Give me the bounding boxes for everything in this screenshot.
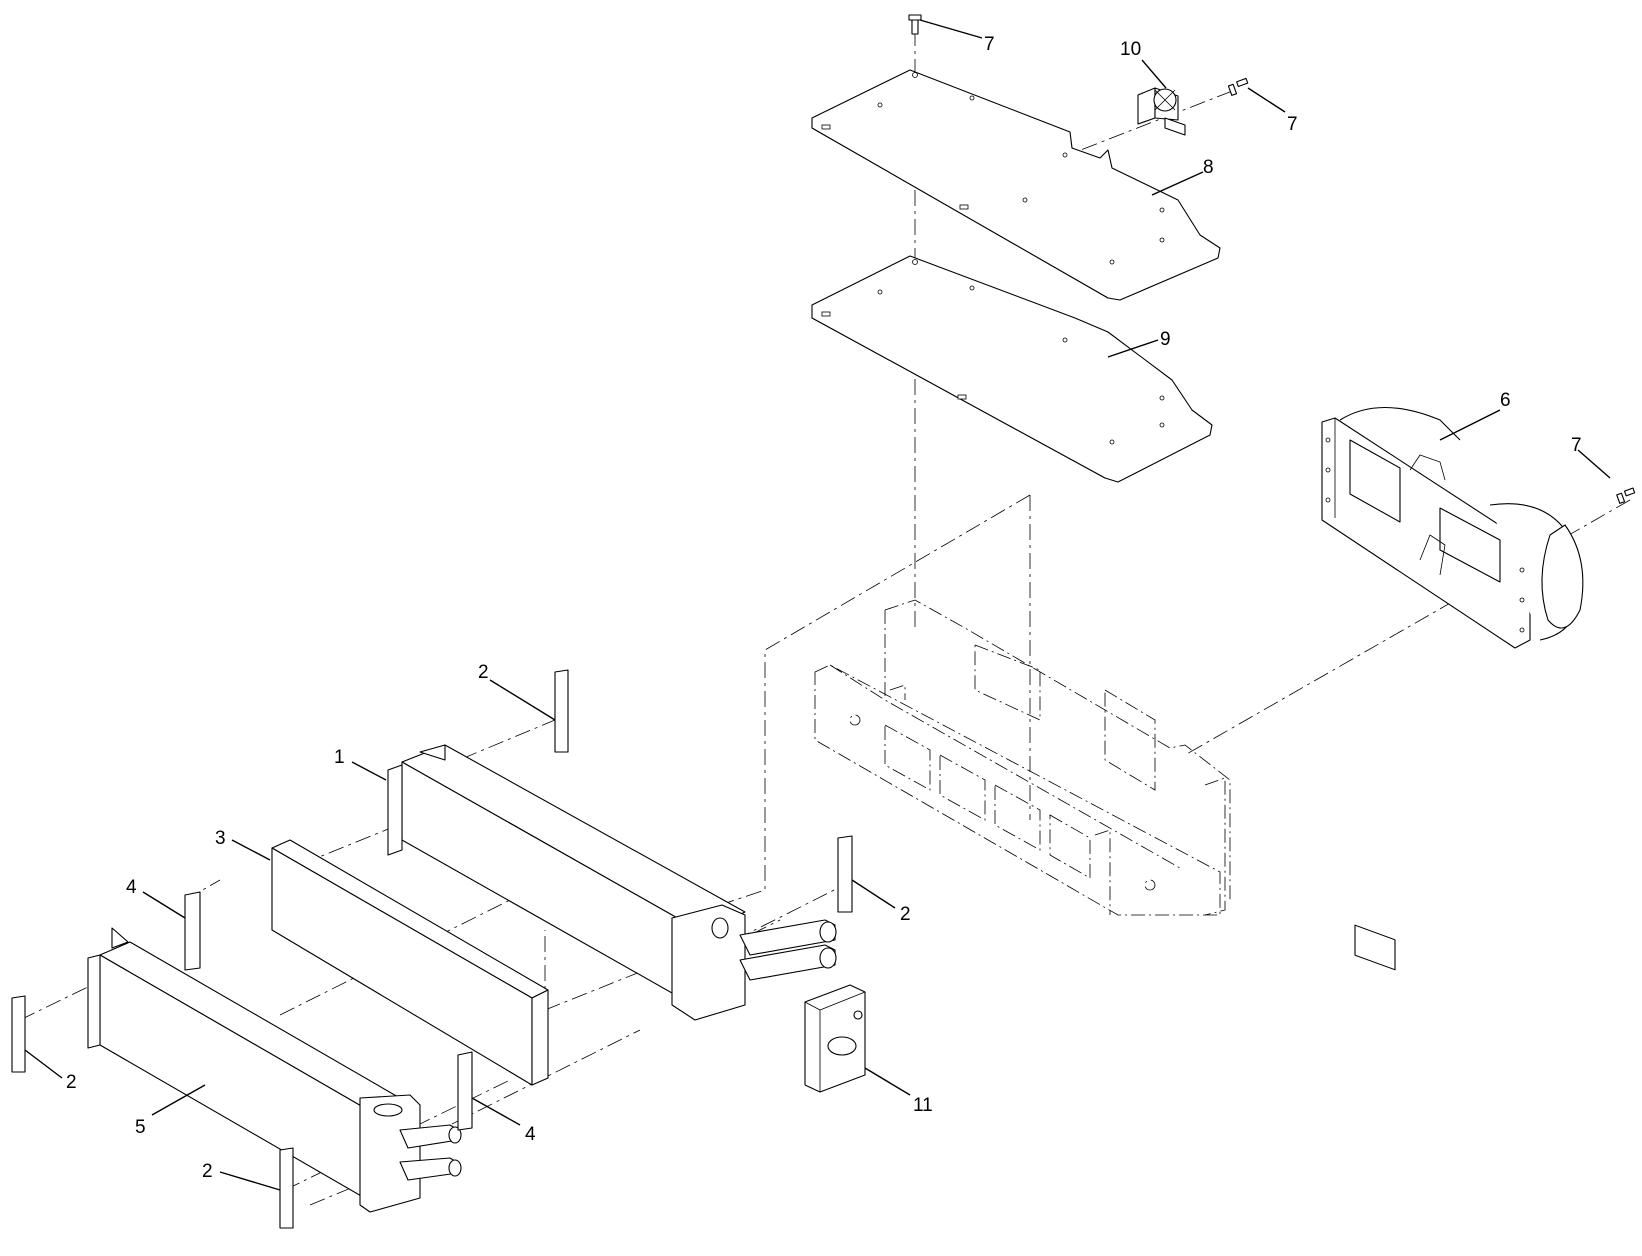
callout-10: 10: [1120, 39, 1141, 60]
screw-right: [1616, 487, 1636, 504]
screw-top: [908, 14, 922, 35]
cover-plate: [811, 69, 1221, 301]
callout-1: 1: [334, 747, 345, 768]
callout-7-top: 7: [984, 34, 995, 55]
callout-3: 3: [215, 828, 226, 849]
callout-2-left: 2: [66, 1072, 77, 1093]
callouts: 7 10 7 8 9 6 7 2 1 3 4 2 2 5 4 2 11: [66, 34, 1582, 1182]
screw-mid: [1227, 77, 1249, 96]
bracket-switch: [1137, 87, 1186, 136]
callout-2-top: 2: [478, 662, 489, 683]
leader-lines: [24, 19, 1611, 1191]
seal-strip-right: [837, 835, 853, 913]
side-seal-right: [457, 1051, 473, 1131]
callout-7-right: 7: [1571, 435, 1582, 456]
callout-7-mid: 7: [1287, 114, 1298, 135]
blower-assembly: [1321, 407, 1584, 971]
filter-panel: [271, 839, 549, 1086]
callout-5: 5: [135, 1117, 146, 1138]
heater-core-rear: [387, 744, 837, 1021]
housing-phantom: [814, 599, 1231, 916]
grommet-plate: [804, 984, 866, 1093]
screws: [908, 14, 1636, 504]
callout-8: 8: [1203, 157, 1214, 178]
heater-core-front: [87, 927, 462, 1213]
callout-4-left: 4: [126, 877, 137, 898]
side-seals: [184, 891, 473, 1131]
seal-strip-top: [554, 669, 569, 753]
callout-6: 6: [1500, 390, 1511, 411]
seal-strips: [11, 669, 853, 1229]
callout-4-right: 4: [525, 1124, 536, 1145]
callout-9: 9: [1160, 329, 1171, 350]
seal-strip-bottom: [279, 1147, 294, 1229]
callout-11: 11: [913, 1095, 933, 1116]
callout-2-bottom: 2: [202, 1161, 213, 1182]
seal-strip-left: [11, 995, 26, 1073]
side-seal-left: [184, 891, 201, 971]
callout-2-right: 2: [900, 904, 911, 925]
gasket-plate: [811, 255, 1213, 483]
